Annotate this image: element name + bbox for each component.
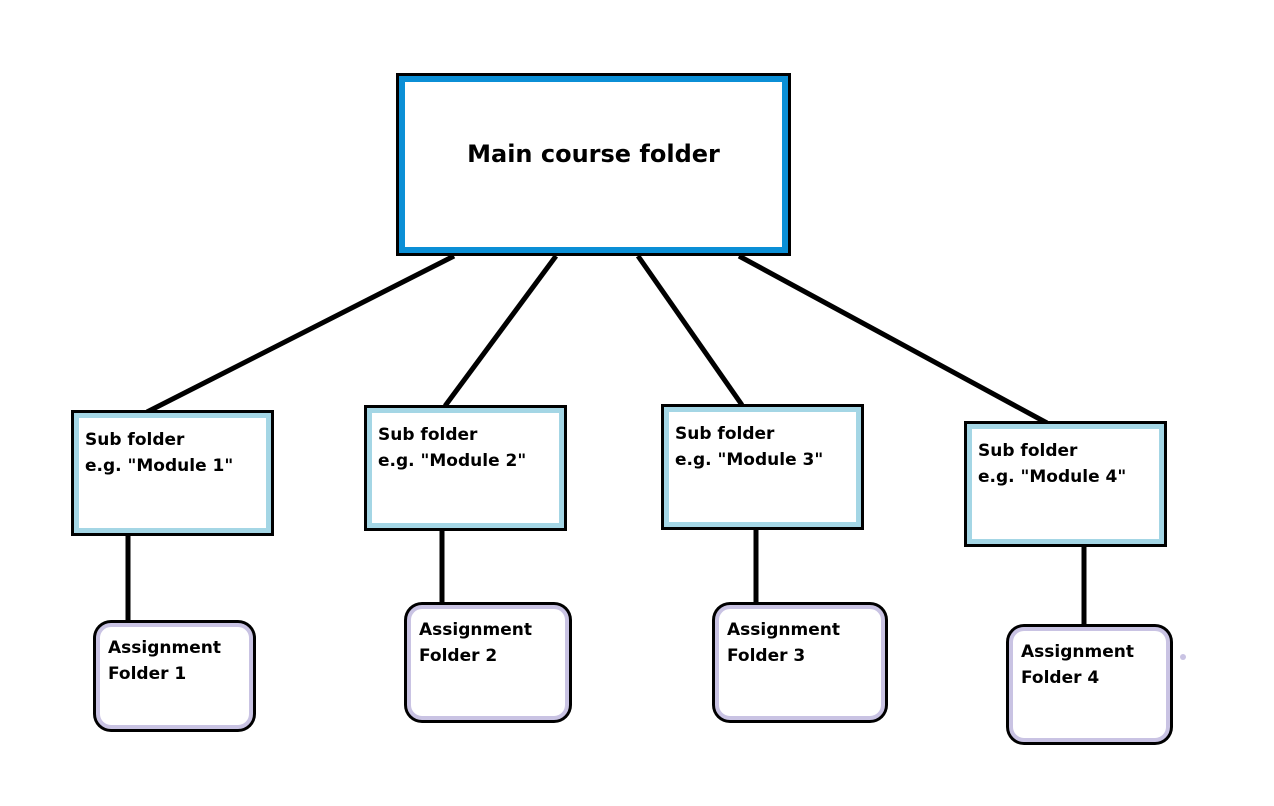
sub-folder-label: Sub folder (85, 430, 185, 450)
assignment-folder-node-2: Assignment Folder 2 (404, 602, 572, 723)
assignment-folder-number: Folder 3 (727, 646, 806, 666)
assignment-folder-node-4: Assignment Folder 4 (1006, 624, 1173, 745)
assignment-folder-label: Assignment (727, 620, 840, 640)
assignment-folder-node-3: Assignment Folder 3 (712, 602, 888, 723)
assignment-folder-number: Folder 1 (108, 664, 187, 684)
connector-main-to-sub-1 (145, 253, 456, 415)
sub-folder-node-3: Sub folder e.g. "Module 3" (661, 404, 864, 530)
connector-main-to-sub-2 (442, 254, 559, 408)
sub-folder-node-1: Sub folder e.g. "Module 1" (71, 410, 274, 536)
stray-dot-mark (1180, 654, 1186, 660)
sub-folder-example: e.g. "Module 3" (675, 450, 824, 470)
sub-folder-node-2: Sub folder e.g. "Module 2" (364, 405, 567, 531)
main-course-folder-node: Main course folder (396, 73, 791, 256)
assignment-folder-label: Assignment (1021, 642, 1134, 662)
assignment-folder-number: Folder 2 (419, 646, 498, 666)
sub-folder-label: Sub folder (978, 441, 1078, 461)
sub-folder-node-4: Sub folder e.g. "Module 4" (964, 421, 1167, 547)
sub-folder-label: Sub folder (378, 425, 478, 445)
assignment-folder-label: Assignment (108, 638, 221, 658)
connector-main-to-sub-4 (737, 253, 1049, 426)
main-course-folder-title: Main course folder (467, 140, 720, 168)
connector-main-to-sub-3 (635, 254, 745, 407)
sub-folder-example: e.g. "Module 4" (978, 467, 1127, 487)
assignment-folder-number: Folder 4 (1021, 668, 1100, 688)
assignment-folder-node-1: Assignment Folder 1 (93, 620, 256, 732)
sub-folder-label: Sub folder (675, 424, 775, 444)
sub-folder-example: e.g. "Module 1" (85, 456, 234, 476)
sub-folder-example: e.g. "Module 2" (378, 451, 527, 471)
assignment-folder-label: Assignment (419, 620, 532, 640)
